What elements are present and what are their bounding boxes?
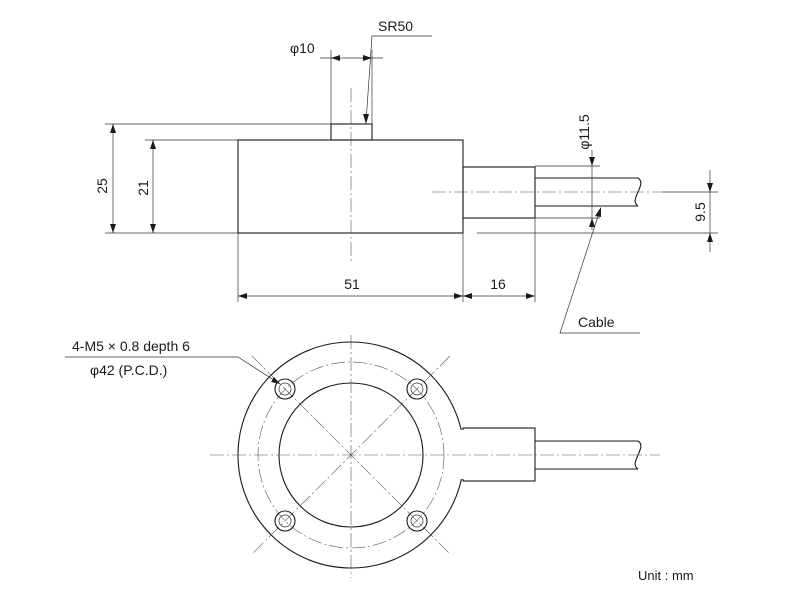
bolt-hole	[406, 378, 428, 400]
load-button	[330, 123, 373, 141]
cable-label: Cable	[578, 314, 615, 330]
dim-label-16: 16	[490, 276, 506, 292]
leader-cable	[559, 209, 640, 334]
leader-thread	[65, 356, 281, 385]
cable-gland-top	[462, 427, 536, 482]
dim-label-phi11-5: φ11.5	[576, 114, 592, 150]
leader-sr50	[365, 35, 432, 123]
diagonal-centerline-2	[251, 355, 451, 555]
unit-label: Unit : mm	[638, 568, 694, 583]
dim-label-phi10: φ10	[290, 40, 315, 56]
arrow	[526, 293, 535, 299]
arrow	[271, 377, 280, 384]
arrow	[363, 55, 372, 61]
arrow	[238, 293, 247, 299]
arrow	[589, 218, 595, 227]
arrow	[331, 55, 340, 61]
arrow	[707, 233, 713, 242]
arrow	[110, 224, 116, 233]
bolt-hole-inner	[278, 514, 292, 528]
arrow	[454, 293, 463, 299]
bolt-hole	[406, 510, 428, 532]
dim-label-51: 51	[344, 276, 360, 292]
bolt-hole-inner	[278, 382, 292, 396]
sensor-body	[237, 139, 464, 234]
gland-mask	[460, 430, 465, 479]
bolt-hole	[274, 510, 296, 532]
arrow	[150, 140, 156, 149]
dim-label-21: 21	[135, 180, 151, 196]
bolt-hole	[274, 378, 296, 400]
top-view: 4-M5 × 0.8 depth 6 φ42 (P.C.D.)	[65, 335, 660, 578]
bolt-hole-inner	[410, 514, 424, 528]
arrow	[110, 124, 116, 133]
dim-label-9-5: 9.5	[692, 202, 708, 222]
pcd-label: φ42 (P.C.D.)	[90, 362, 167, 378]
arrow	[589, 157, 595, 166]
arrow	[595, 207, 601, 217]
cable-gland	[462, 166, 536, 219]
dim-label-25: 25	[94, 178, 110, 194]
arrow	[463, 293, 472, 299]
bolt-hole-inner	[410, 382, 424, 396]
arrow	[150, 224, 156, 233]
thread-spec-label: 4-M5 × 0.8 depth 6	[72, 338, 190, 354]
side-view: 25 21 51 16 φ10 SR50 φ11.5 9.5	[94, 18, 718, 334]
dim-label-sr50: SR50	[378, 18, 413, 34]
arrow	[707, 183, 713, 192]
arrow	[363, 114, 369, 124]
